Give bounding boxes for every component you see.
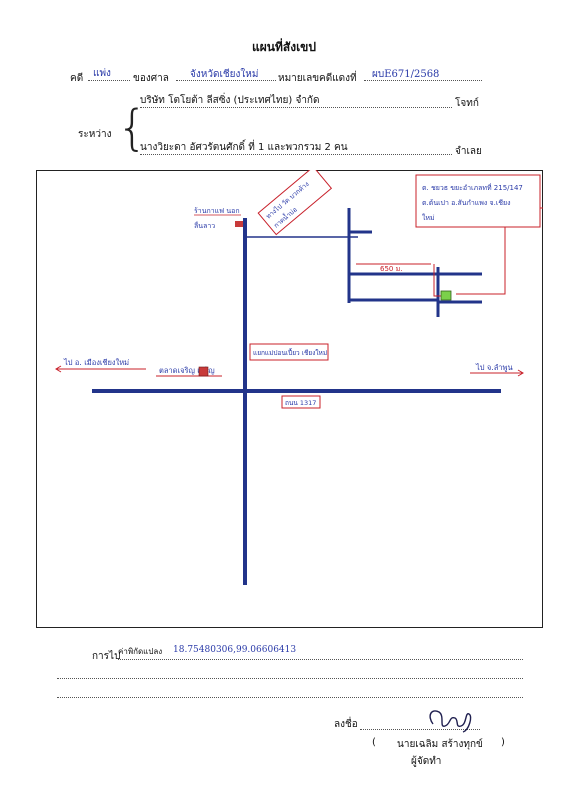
page-title: แผนที่สังเขป bbox=[252, 40, 316, 54]
plaintiff-role: โจทก์ bbox=[455, 98, 479, 109]
road-sign-text: ถนน 1317 bbox=[285, 399, 316, 407]
signature bbox=[425, 704, 475, 743]
defendant-name: นางวิยะดา อัศวรัตนศักดิ์ ที่ 1 และพวกรวม… bbox=[140, 142, 348, 153]
road-sign bbox=[281, 395, 321, 409]
name-close-paren: ) bbox=[501, 737, 505, 748]
plaintiff-name: บริษัท โตโยต้า ลีสซิ่ง (ประเทศไทย) จำกัด bbox=[140, 95, 320, 106]
between-label: ระหว่าง bbox=[78, 129, 112, 140]
route-label: การไป bbox=[92, 651, 121, 662]
name-open-paren: ( bbox=[372, 737, 376, 748]
start-marker bbox=[198, 366, 209, 377]
address-line-3: ใหม่ bbox=[422, 213, 435, 222]
coords-label: ค่าพิกัดแปลง bbox=[118, 647, 163, 656]
address-box bbox=[415, 174, 541, 228]
junction-sign-text: แยกแม่ปอนเปี้ยว เชียงใหม่ bbox=[253, 348, 327, 357]
brace: { bbox=[117, 100, 148, 156]
case-number-label: หมายเลขคดีแดงที่ bbox=[278, 73, 357, 84]
sign-label: ลงชื่อ bbox=[334, 719, 358, 730]
address-line-2: ต.ต้นเปา อ.สันกำแพง จ.เชียง bbox=[422, 199, 511, 207]
court-label: ของศาล bbox=[133, 73, 169, 84]
case-label: คดี bbox=[70, 73, 84, 84]
court-name: จังหวัดเชียงใหม่ bbox=[190, 69, 259, 80]
shop-marker bbox=[235, 221, 243, 227]
junction-sign bbox=[249, 343, 329, 361]
right-direction-label: ไป จ.ลำพูน bbox=[475, 363, 513, 372]
case-type: แพ่ง bbox=[93, 68, 111, 79]
signer-name: นายเฉลิม สร้างทุกข์ bbox=[397, 739, 483, 750]
right-arrow-head bbox=[517, 369, 524, 377]
left-arrow-head bbox=[55, 365, 62, 373]
shop-label-1: ร้านกาแฟ นอก bbox=[194, 207, 240, 215]
left-place-label: ตลาดเจริญ เจริญ bbox=[159, 366, 215, 375]
coords-value: 18.75480306,99.06606413 bbox=[173, 645, 297, 655]
address-line-1: ต. ชยวธ ขยะอำเภลทที่ 215/147 bbox=[422, 183, 523, 192]
signer-role: ผู้จัดทำ bbox=[411, 756, 442, 767]
distance-label: 650 ม. bbox=[380, 265, 402, 273]
house-marker bbox=[440, 290, 452, 301]
defendant-role: จำเลย bbox=[455, 146, 482, 157]
case-number: ผบE671/2568 bbox=[372, 69, 440, 80]
shop-label-2: ลื่นลาว bbox=[194, 221, 215, 230]
left-direction-label: ไป อ. เมืองเชียงใหม่ bbox=[63, 358, 129, 367]
sketch-map: 650 ม. ต. ชยวธ ขยะอำเภลทที่ 215/147 ต.ต้… bbox=[36, 170, 543, 628]
